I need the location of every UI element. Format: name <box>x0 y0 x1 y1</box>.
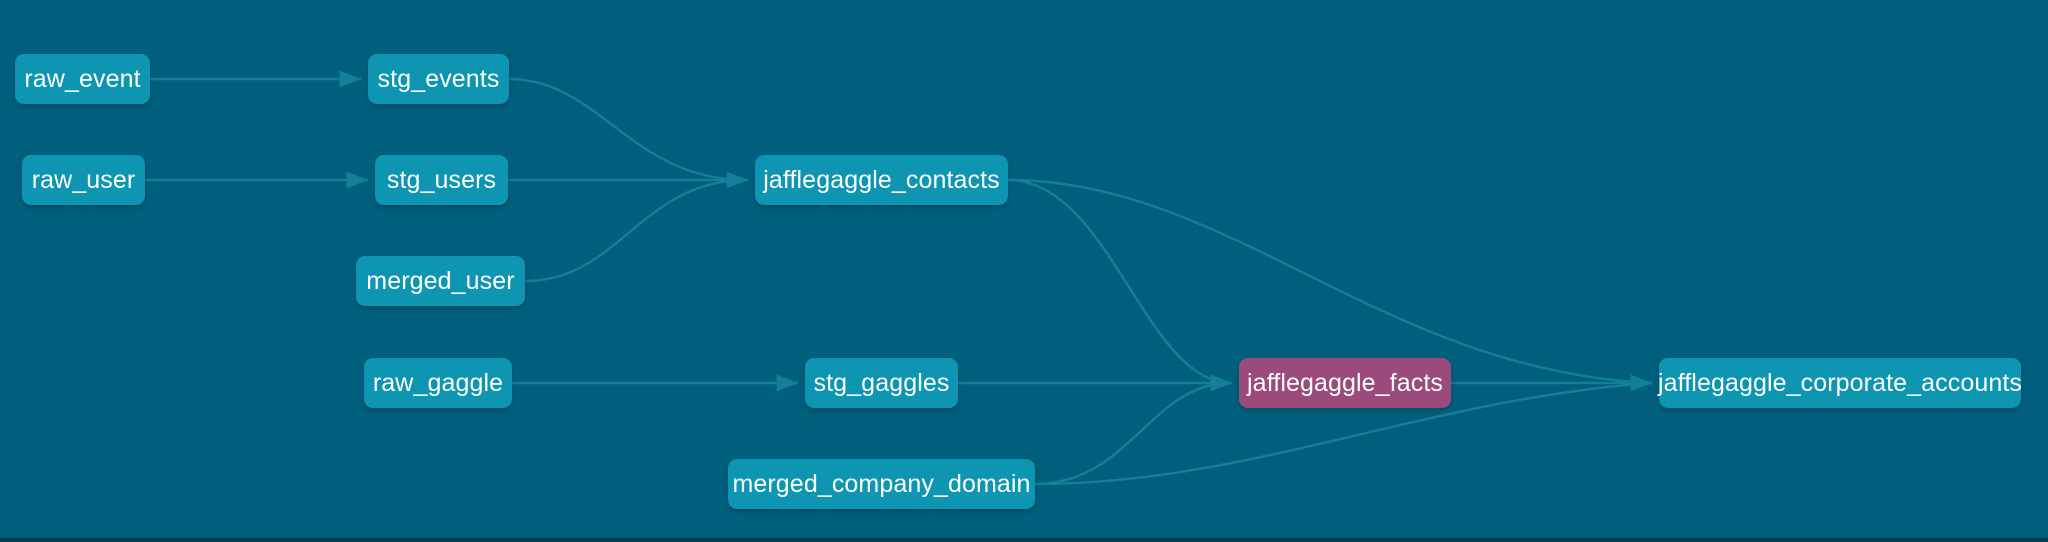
node-label: raw_event <box>24 64 141 93</box>
node-raw_user[interactable]: raw_user <box>22 155 145 205</box>
node-label: raw_gaggle <box>372 368 504 397</box>
node-raw_event[interactable]: raw_event <box>15 54 150 104</box>
node-jafflegaggle_facts[interactable]: jafflegaggle_facts <box>1239 358 1451 408</box>
node-label: jafflegaggle_contacts <box>763 165 1000 194</box>
node-jafflegaggle_contacts[interactable]: jafflegaggle_contacts <box>755 155 1008 205</box>
node-label: raw_user <box>31 165 136 194</box>
node-label: stg_gaggles <box>813 368 950 397</box>
node-merged_company_domain[interactable]: merged_company_domain <box>728 459 1035 509</box>
edge-stg_events-to-jafflegaggle_contacts <box>507 77 749 182</box>
node-label: merged_company_domain <box>732 469 1031 498</box>
edge-merged_company_domain-to-jafflegaggle_facts <box>1033 381 1233 486</box>
node-label: jafflegaggle_corporate_accounts <box>1658 368 2023 397</box>
node-jafflegaggle_corporate_accounts[interactable]: jafflegaggle_corporate_accounts <box>1658 358 2023 408</box>
node-merged_user[interactable]: merged_user <box>356 256 525 306</box>
node-raw_gaggle[interactable]: raw_gaggle <box>364 358 512 408</box>
node-label: stg_users <box>386 165 497 194</box>
node-stg_events[interactable]: stg_events <box>368 54 509 104</box>
node-stg_gaggles[interactable]: stg_gaggles <box>805 358 958 408</box>
edge-merged_user-to-jafflegaggle_contacts <box>523 178 749 283</box>
edge-jafflegaggle_contacts-to-jafflegaggle_corporate_accounts <box>1006 178 1653 385</box>
node-label: merged_user <box>366 266 515 295</box>
node-stg_users[interactable]: stg_users <box>375 155 508 205</box>
node-label: stg_events <box>377 64 500 93</box>
edge-jafflegaggle_contacts-to-jafflegaggle_facts <box>1006 178 1233 385</box>
node-label: jafflegaggle_facts <box>1247 368 1443 397</box>
